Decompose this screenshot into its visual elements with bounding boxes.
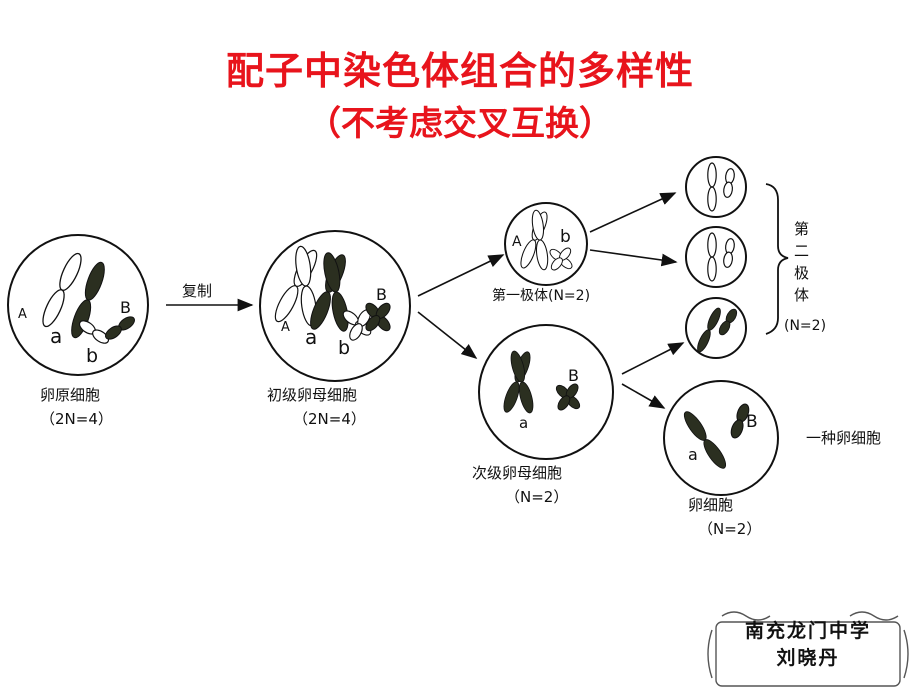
arrow-to-first-polar-body [417,254,505,297]
egg-ploidy: （N=2） [698,520,761,538]
allele-A-label: A [18,307,27,322]
secondary-oocyte-name: 次级卵母细胞 [472,464,562,482]
second-polar-body-2 [685,226,747,288]
arrow-polar-1 [589,192,677,233]
oogonium-cell [7,234,149,376]
slide-title: 配子中染色体组合的多样性 [225,49,694,93]
replication-label: 复制 [182,282,212,300]
second-polar-char-3: 极 [794,264,809,282]
first-polar-body-name: 第一极体(N=2) [492,287,590,304]
secondary-allele-B: B [568,366,579,385]
primary-oocyte-name: 初级卵母细胞 [267,386,357,404]
signature-author: 刘晓丹 [776,647,840,669]
arrow-to-polar-3 [621,342,685,375]
signature-stamp: 南充龙门中学 刘晓丹 [708,618,908,686]
egg-cell [663,380,779,496]
primary-oocyte-ploidy: （2N=4） [293,410,366,428]
primary-allele-a: a [305,325,317,349]
egg-name: 卵细胞 [688,496,733,514]
oogonium-ploidy: （2N=4） [40,410,113,428]
secondary-oocyte-cell [478,324,614,460]
second-polar-body-bracket [765,183,789,335]
primary-allele-A: A [281,320,290,335]
second-polar-ploidy: (N=2) [784,318,826,334]
egg-allele-a: a [688,445,698,464]
second-polar-char-4: 体 [794,286,809,304]
polar-allele-b: b [560,227,571,247]
secondary-allele-a: a [519,414,528,432]
egg-allele-B: B [746,412,758,432]
second-polar-char-2: 二 [794,242,809,260]
signature-frame [707,611,909,687]
second-polar-body-3 [685,297,747,359]
second-polar-body-1 [685,156,747,218]
oogonium-name: 卵原细胞 [40,386,100,404]
primary-oocyte-cell [259,230,411,382]
arrow-polar-2 [589,249,678,267]
slide-subtitle: （不考虑交叉互换） [307,104,613,144]
allele-B-label: B [120,298,131,317]
second-polar-char-1: 第 [794,220,809,238]
allele-b-label: b [86,345,98,367]
signature-school: 南充龙门中学 [744,620,871,642]
primary-allele-b: b [338,337,350,359]
arrow-to-secondary-oocyte [417,311,478,359]
secondary-oocyte-ploidy: （N=2） [505,488,568,506]
first-polar-body-cell [504,202,588,286]
allele-a-label: a [50,324,62,348]
polar-allele-A: A [512,234,522,250]
arrow-to-egg [621,383,666,409]
primary-allele-B: B [376,285,387,304]
egg-note: 一种卵细胞 [806,429,881,447]
